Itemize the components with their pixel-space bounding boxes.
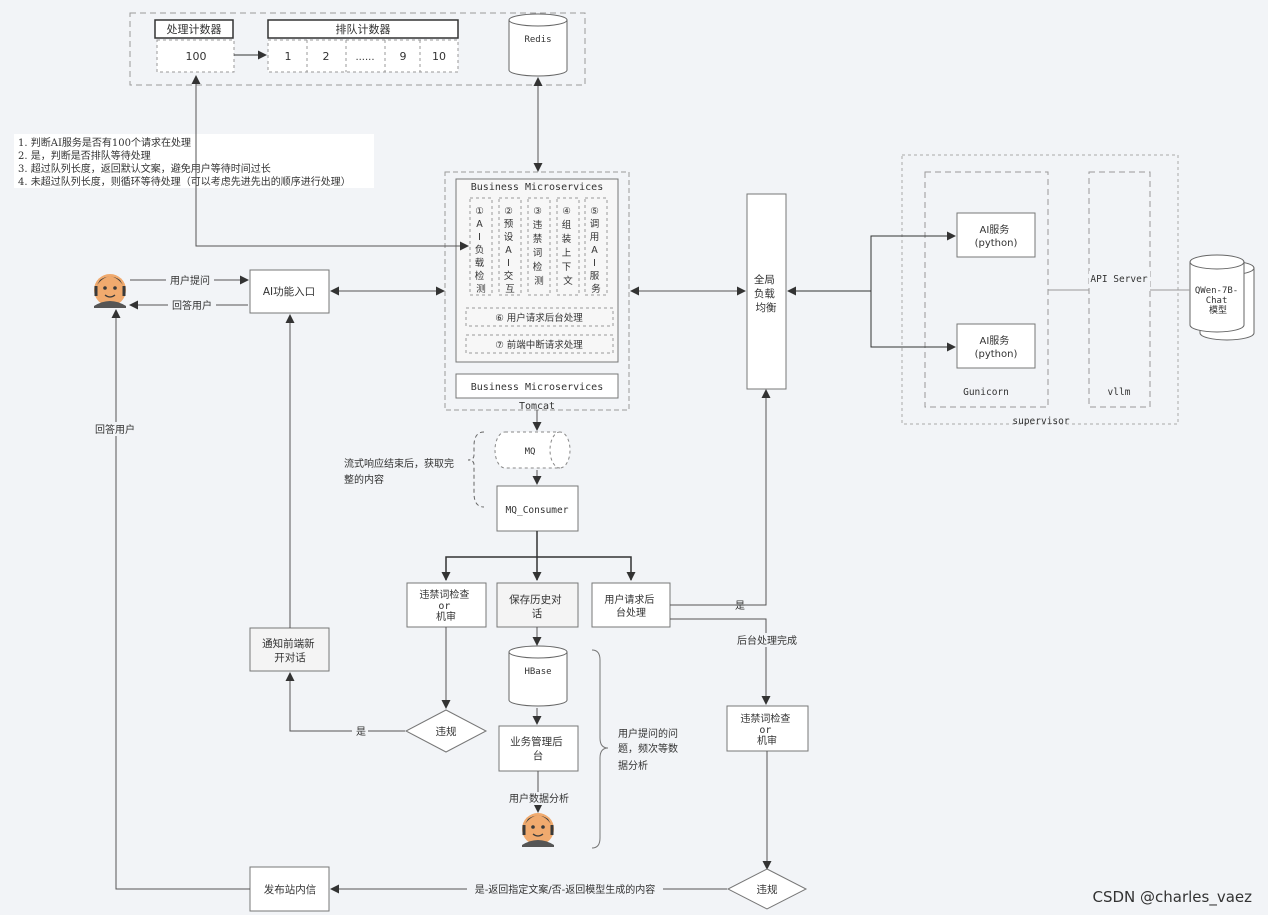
vllm-label: vllm xyxy=(1108,387,1131,398)
process-counter-label: 处理计数器 xyxy=(167,23,222,36)
user-avatar-icon xyxy=(92,272,128,310)
analysis-note: 用户提问的问 题，频次等数 据分析 xyxy=(618,727,681,772)
queue-cell: ...... xyxy=(355,52,374,63)
mq-queue xyxy=(494,431,571,469)
queue-counter-label: 排队计数器 xyxy=(336,22,391,36)
lb-label: 全局 负载 均衡 xyxy=(754,273,778,314)
model-label: QWen-7B- Chat 模型 xyxy=(1195,286,1241,316)
ai-service-2-label: AI服务 (python) xyxy=(975,334,1018,360)
user-data-label: 用户数据分析 xyxy=(509,792,569,805)
note-line: 4. 未超过队列长度，则循环等待处理（可以考虑先进先出的顺序进行处理） xyxy=(18,175,351,188)
ms-bottom-title: Business Microservices xyxy=(471,382,603,393)
violation-right-label: 违规 xyxy=(757,883,778,896)
violation-diamond-right xyxy=(726,868,808,910)
module-frontend-interrupt: ⑦ 前端中断请求处理 xyxy=(495,339,583,351)
queue-cell: 1 xyxy=(285,50,292,63)
redis-database-icon xyxy=(508,13,568,77)
tomcat-container: Business Microservices ① A I 负 载 检 测 ② 预… xyxy=(444,171,630,412)
queue-cell: 10 xyxy=(432,50,446,63)
note-line: 2. 是，判断是否排队等待处理 xyxy=(18,149,151,162)
supervisor-label: supervisor xyxy=(1012,416,1069,427)
note-line: 3. 超过队列长度，返回默认文案，避免用户等待时间过长 xyxy=(18,162,271,175)
notify-label: 通知前端新 开对话 xyxy=(262,637,318,664)
ai-entry-label: AI功能入口 xyxy=(263,285,315,298)
publish-label: 发布站内信 xyxy=(264,883,317,896)
save-history-label: 保存历史对 话 xyxy=(509,593,565,620)
notes-list: 1. 判断AI服务是否有100个请求在处理 2. 是，判断是否排队等待处理 3.… xyxy=(18,136,351,188)
violation-left-label: 违规 xyxy=(436,725,457,738)
publish-box xyxy=(249,866,330,912)
bg-done-label: 后台处理完成 xyxy=(737,634,797,647)
redis-label: Redis xyxy=(524,35,551,45)
ai-service-1-label: AI服务 (python) xyxy=(975,223,1018,249)
admin-avatar-icon xyxy=(520,811,556,849)
module-user-bg-processing: ⑥ 用户请求后台处理 xyxy=(495,312,583,324)
redis-panel: 处理计数器 100 排队计数器 1 2 ...... 9 10 Redis xyxy=(129,12,586,86)
module-banned-word-check: ③ 违 禁 词 检 测 xyxy=(533,206,546,287)
save-history-box xyxy=(496,582,579,628)
module-assemble-context: ④ 组 装 上 下 文 xyxy=(562,206,575,287)
ai-entry-box[interactable] xyxy=(249,269,330,314)
hbase-database-icon xyxy=(508,645,568,707)
user-ask-label: 用户提问 xyxy=(170,274,210,287)
api-server-label: API Server xyxy=(1090,274,1147,285)
biz-admin-box xyxy=(498,725,579,772)
check-right-label: 违禁词检查 or 机审 xyxy=(740,712,793,747)
process-counter-value: 100 xyxy=(186,50,207,63)
mq-consumer-label: MQ_Consumer xyxy=(506,505,569,516)
answer-user-vertical-label: 回答用户 xyxy=(95,423,135,436)
mq-note: 流式响应结束后，获取完 整的内容 xyxy=(344,457,457,486)
ai-service-box-1 xyxy=(956,212,1036,258)
user-answer-label: 回答用户 xyxy=(172,299,212,312)
module-preset-ai-interaction: ② 预 设 A I 交 互 xyxy=(504,206,517,295)
module-columns: ① A I 负 载 检 测 ② 预 设 A I 交 互 ③ 违 禁 词 xyxy=(469,197,608,296)
gunicorn-label: Gunicorn xyxy=(963,387,1009,398)
supervisor-panel: AI服务 (python) AI服务 (python) Gunicorn vll… xyxy=(901,154,1179,427)
check-left-label: 违禁词检查 or 机审 xyxy=(419,588,472,623)
queue-cell: 9 xyxy=(400,50,407,63)
note-line: 1. 判断AI服务是否有100个请求在处理 xyxy=(18,136,191,149)
user-bg-label: 用户请求后 台处理 xyxy=(604,593,657,619)
model-database-icon xyxy=(1189,254,1255,341)
hbase-label: HBase xyxy=(524,667,551,677)
queue-cell: 2 xyxy=(323,50,330,63)
yes-right-label: 是 xyxy=(735,600,745,612)
result-label: 是-返回指定文案/否-返回模型生成的内容 xyxy=(475,883,656,896)
notify-box xyxy=(249,627,330,672)
ai-service-box-2 xyxy=(956,323,1036,369)
yes-left-label: 是 xyxy=(356,726,366,738)
violation-diamond-left xyxy=(404,709,488,753)
mq-label: MQ xyxy=(525,447,536,457)
global-load-balancer xyxy=(746,193,787,390)
tomcat-label: Tomcat xyxy=(519,401,555,412)
module-call-ai-service: ⑤ 调 用 A I 服 务 xyxy=(590,206,603,295)
ms-title: Business Microservices xyxy=(471,182,603,193)
mq-consumer-box xyxy=(496,485,579,532)
module-ai-load-check: ① A I 负 载 检 测 xyxy=(475,206,488,295)
biz-admin-label: 业务管理后 台 xyxy=(510,735,566,762)
watermark: CSDN @charles_vaez xyxy=(1092,888,1252,907)
